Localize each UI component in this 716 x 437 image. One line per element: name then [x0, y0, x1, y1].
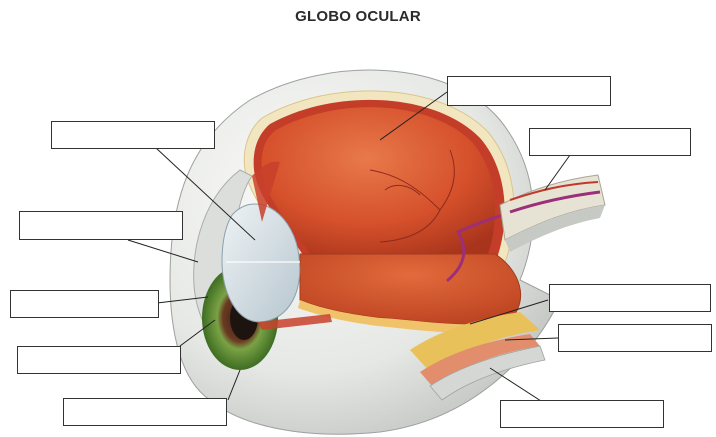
label-box-3[interactable] [529, 128, 691, 156]
label-text [448, 77, 610, 89]
label-text [550, 285, 710, 297]
label-box-9[interactable] [63, 398, 227, 426]
label-text [559, 325, 711, 337]
label-text [11, 291, 158, 303]
label-text [18, 347, 180, 359]
label-box-2[interactable] [51, 121, 215, 149]
label-text [52, 122, 214, 134]
label-box-5[interactable] [10, 290, 159, 318]
label-text [530, 129, 690, 141]
label-text [501, 401, 663, 413]
label-box-6[interactable] [549, 284, 711, 312]
label-box-1[interactable] [447, 76, 611, 106]
label-box-7[interactable] [558, 324, 712, 352]
label-text [64, 399, 226, 411]
label-text [20, 212, 182, 224]
label-box-8[interactable] [17, 346, 181, 374]
label-box-4[interactable] [19, 211, 183, 240]
label-box-10[interactable] [500, 400, 664, 428]
